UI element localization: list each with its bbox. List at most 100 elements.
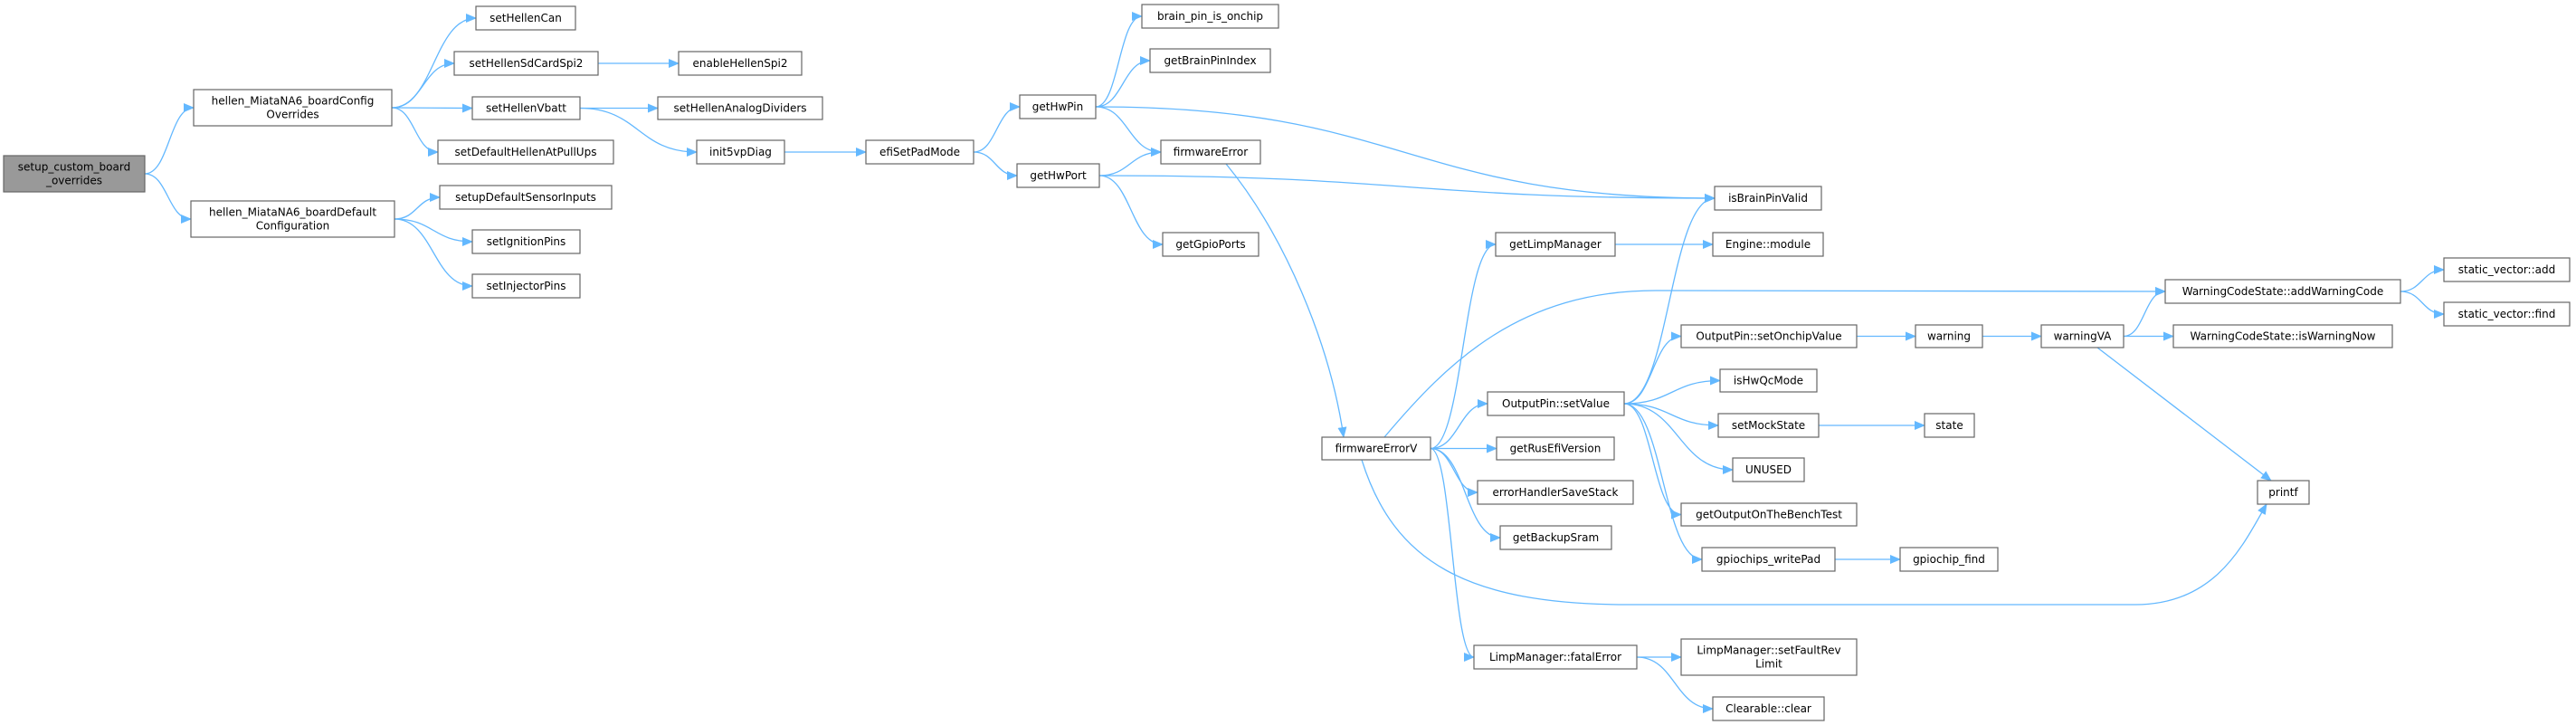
node-label: efiSetPadMode xyxy=(879,146,960,158)
node-box xyxy=(1473,644,1638,670)
edge-outputpin-setvalue-to-gpiochips-writepad xyxy=(1623,403,1703,564)
node-sethellencan[interactable]: setHellenCan xyxy=(475,5,576,31)
node-box xyxy=(1495,232,1616,257)
node-setup-custom-board-overrides[interactable]: setup_custom_board_overrides xyxy=(3,155,146,193)
node-box xyxy=(1732,457,1805,482)
node-init5vpdiag[interactable]: init5vpDiag xyxy=(696,139,785,165)
node-outputpin-setonchipvalue[interactable]: OutputPin::setOnchipValue xyxy=(1680,324,1858,348)
node-setignitionpins[interactable]: setIgnitionPins xyxy=(471,229,581,254)
node-label: warning xyxy=(1927,330,1971,343)
node-engine-module[interactable]: Engine::module xyxy=(1712,232,1824,257)
node-label: UNUSED xyxy=(1745,463,1792,476)
node-sethellensdcardspi2[interactable]: setHellenSdCardSpi2 xyxy=(453,51,599,76)
edge-outputpin-setvalue-to-ishwqcmode xyxy=(1623,376,1721,405)
node-label: errorHandlerSaveStack xyxy=(1493,486,1619,499)
node-box xyxy=(1149,48,1271,73)
node-box xyxy=(471,229,581,254)
edge-hellen-miatana6-boardconfigoverrides-to-sethellensdcardspi2 xyxy=(391,59,455,109)
edge-setup-custom-board-overrides-to-hellen-miatana6-boardconfigoverrides xyxy=(144,103,195,175)
node-label: state xyxy=(1935,419,1963,432)
node-firmwareerror[interactable]: firmwareError xyxy=(1160,139,1261,165)
edge-gethwport-to-getgpioports xyxy=(1098,175,1164,249)
node-box xyxy=(678,51,803,76)
node-warningva[interactable]: warningVA xyxy=(2040,324,2124,348)
node-efisetpadmode[interactable]: efiSetPadMode xyxy=(865,139,974,165)
node-warning[interactable]: warning xyxy=(1915,324,1983,348)
edge-firmwareerrorv-to-outputpin-setvalue xyxy=(1430,399,1488,450)
node-box xyxy=(1160,139,1261,165)
node-getbackupsram[interactable]: getBackupSram xyxy=(1499,525,1612,550)
node-box xyxy=(1712,232,1824,257)
node-hellen-miatana6-boarddefaultconfiguration[interactable]: hellen_MiataNA6_boardDefaultConfiguratio… xyxy=(190,200,395,238)
node-warningcodestate-addwarningcode[interactable]: WarningCodeState::addWarningCode xyxy=(2164,279,2401,304)
node-state[interactable]: state xyxy=(1924,413,1975,438)
edges-layer xyxy=(144,12,2445,713)
node-box xyxy=(1162,232,1259,257)
node-ishwqcmode[interactable]: isHwQcMode xyxy=(1719,368,1818,393)
node-isbrainpinvalid[interactable]: isBrainPinValid xyxy=(1714,186,1822,211)
node-setupdefaultsensorinputs[interactable]: setupDefaultSensorInputs xyxy=(439,185,613,210)
node-box xyxy=(3,155,146,193)
node-label: static_vector::find xyxy=(2458,308,2556,320)
node-gethwport[interactable]: getHwPort xyxy=(1016,163,1100,188)
node-label: warningVA xyxy=(2054,330,2112,343)
edge-outputpin-setvalue-to-getoutputonthebenchtest xyxy=(1623,403,1682,520)
node-getbrainpinindex[interactable]: getBrainPinIndex xyxy=(1149,48,1271,73)
edge-sethellenvbatt-to-init5vpdiag xyxy=(579,107,698,157)
node-firmwareerrorv[interactable]: firmwareErrorV xyxy=(1321,436,1431,461)
node-limpmanager-fatalerror[interactable]: LimpManager::fatalError xyxy=(1473,644,1638,670)
node-box xyxy=(190,200,395,238)
node-label: init5vpDiag xyxy=(709,146,772,158)
edge-outputpin-setvalue-to-unused xyxy=(1623,403,1734,474)
node-printf[interactable]: printf xyxy=(2257,480,2310,505)
node-setmockstate[interactable]: setMockState xyxy=(1717,413,1820,438)
edge-limpmanager-fatalerror-to-clearable-clear xyxy=(1636,656,1714,713)
node-box xyxy=(2257,480,2310,505)
edge-setup-custom-board-overrides-to-hellen-miatana6-boarddefaultconfiguration xyxy=(144,173,192,224)
node-box xyxy=(2443,301,2571,327)
node-static-vector-find[interactable]: static_vector::find xyxy=(2443,301,2571,327)
node-label: setupDefaultSensorInputs xyxy=(455,191,596,204)
node-setdefaulthellenatpullups[interactable]: setDefaultHellenAtPullUps xyxy=(437,139,614,165)
edge-hellen-miatana6-boarddefaultconfiguration-to-setignitionpins xyxy=(394,218,473,246)
edge-warningva-to-warningcodestate-addwarningcode xyxy=(2123,287,2166,338)
node-static-vector-add[interactable]: static_vector::add xyxy=(2443,257,2571,282)
node-label: OutputPin::setOnchipValue xyxy=(1696,330,1841,343)
node-brain-pin-is-onchip[interactable]: brain_pin_is_onchip xyxy=(1141,4,1279,29)
node-sethellenanalogdividers[interactable]: setHellenAnalogDividers xyxy=(657,96,823,120)
node-getgpioports[interactable]: getGpioPorts xyxy=(1162,232,1259,257)
node-sethellenvbatt[interactable]: setHellenVbatt xyxy=(471,96,581,120)
edge-efisetpadmode-to-gethwpin xyxy=(973,102,1021,153)
edge-firmwareerrorv-to-getbackupsram xyxy=(1430,447,1501,542)
node-setinjectorpins[interactable]: setInjectorPins xyxy=(471,273,581,299)
edge-firmwareerrorv-to-getlimpmanager xyxy=(1430,240,1497,450)
node-box xyxy=(1717,413,1820,438)
node-gpiochip-find[interactable]: gpiochip_find xyxy=(1899,547,1999,572)
node-box xyxy=(1712,696,1825,721)
node-gethwpin[interactable]: getHwPin xyxy=(1019,94,1097,119)
node-getoutputonthebenchtest[interactable]: getOutputOnTheBenchTest xyxy=(1680,502,1858,527)
node-unused[interactable]: UNUSED xyxy=(1732,457,1805,482)
node-errorhandlersavestack[interactable]: errorHandlerSaveStack xyxy=(1477,480,1634,505)
edge-gethwport-to-firmwareerror xyxy=(1098,148,1162,176)
node-label: setIgnitionPins xyxy=(487,235,566,248)
edge-hellen-miatana6-boarddefaultconfiguration-to-setupdefaultsensorinputs xyxy=(394,193,441,220)
node-clearable-clear[interactable]: Clearable::clear xyxy=(1712,696,1825,721)
node-label: firmwareError xyxy=(1174,146,1249,158)
node-box xyxy=(471,96,581,120)
node-box xyxy=(193,89,393,127)
node-getrusefiversion[interactable]: getRusEfiVersion xyxy=(1496,436,1615,461)
node-outputpin-setvalue[interactable]: OutputPin::setValue xyxy=(1487,391,1625,416)
node-box xyxy=(475,5,576,31)
node-label: getGpioPorts xyxy=(1175,238,1245,251)
node-gpiochips-writepad[interactable]: gpiochips_writePad xyxy=(1701,547,1836,572)
node-label: OutputPin::setValue xyxy=(1502,397,1610,410)
node-warningcodestate-iswarningnow[interactable]: WarningCodeState::isWarningNow xyxy=(2172,324,2393,348)
node-box xyxy=(1899,547,1999,572)
node-enablehellenspi2[interactable]: enableHellenSpi2 xyxy=(678,51,803,76)
node-box xyxy=(1321,436,1431,461)
node-getlimpmanager[interactable]: getLimpManager xyxy=(1495,232,1616,257)
